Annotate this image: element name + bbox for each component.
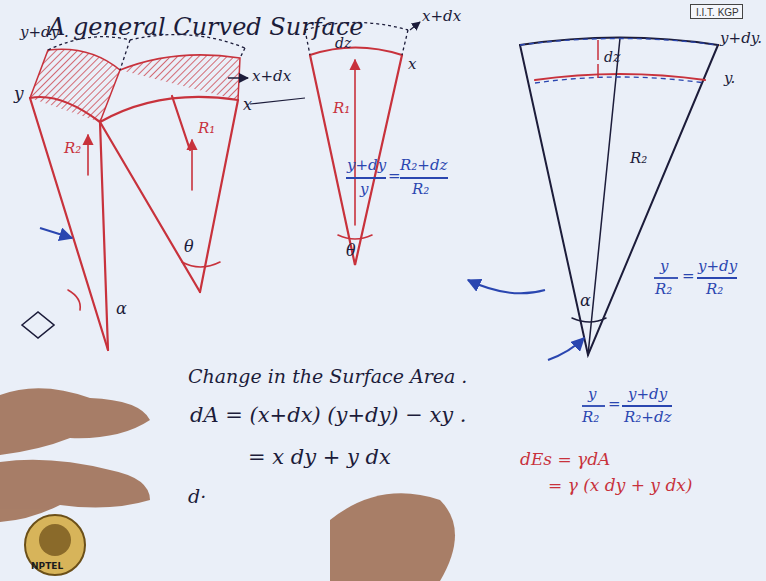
equation-line: d· [188,486,206,507]
equation-term: = [388,168,401,185]
equation-term: R₂ [706,281,723,298]
radius-label: R₂ [630,150,647,167]
logo-text: NPTEL [31,562,63,572]
edge-label: y. [724,70,735,87]
edge-label: x [243,96,252,114]
edge-label: x+dx [252,68,291,85]
radius-label: R₁ [198,120,215,137]
equation-term: R₂+dz [400,157,447,174]
edge-label: y [14,84,24,103]
edge-label: x+dx [422,8,461,25]
equation-term: R₂ [412,181,429,198]
edge-label: y+dy. [720,30,762,47]
institute-badge: I.I.T. KGP [690,4,743,19]
equation-term: y+dy [347,157,386,174]
equation-term: = [682,268,695,285]
equation-line: = γ (x dy + y dx) [548,476,692,495]
equation-term: = [608,396,621,413]
edge-label: x [408,56,416,73]
radius-label: R₁ [333,100,350,117]
radius-label: R₂ [64,140,81,157]
angle-label: θ [184,238,194,256]
section-heading: Change in the Surface Area . [188,366,467,387]
edge-label: y+dy . [20,24,69,41]
heading-title: A general Curved Surface [48,14,364,40]
thickness-label: dz [335,36,351,51]
equation-term: R₂ [582,409,599,426]
badge-text: I.I.T. KGP [696,7,737,18]
equation-line: dEs = γdA [520,450,610,469]
thickness-label: dz [604,50,620,65]
equation-term: y+dy [628,386,667,403]
equation-term: y+dy [698,258,737,275]
equation-line: = x dy + y dx [248,446,391,469]
angle-label: θ [346,242,356,260]
equation-term: R₂ [655,281,672,298]
angle-label: α [580,292,591,310]
equation-term: R₂+dz [624,409,671,426]
equation-term: y [660,258,668,275]
equation-term: y [360,181,368,198]
angle-label: α [116,300,127,318]
equation-line: dA = (x+dx) (y+dy) − xy . [190,404,467,427]
equation-term: y [588,386,596,403]
